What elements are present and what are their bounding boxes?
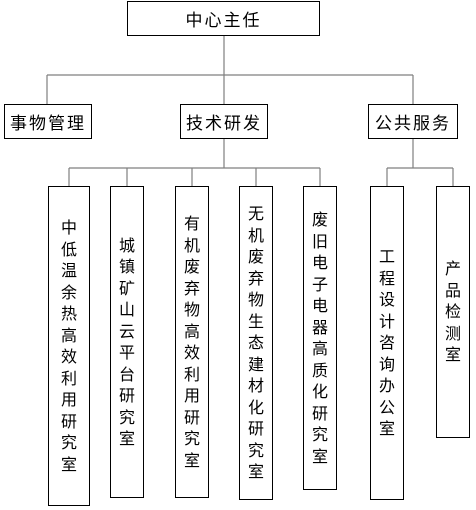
lab-label: 中低温余热高效利用研究室 xyxy=(60,218,77,474)
lab-node-urban-mining: 城镇矿山云平台研究室 xyxy=(110,186,144,498)
office-node-engineering-consulting: 工程设计咨询办公室 xyxy=(370,186,404,500)
root-node: 中心主任 xyxy=(127,1,320,36)
lab-label: 无机废弃物生态建材化研究室 xyxy=(247,204,264,482)
lab-node-waste-heat: 中低温余热高效利用研究室 xyxy=(48,186,90,506)
office-label: 产品检测室 xyxy=(444,259,461,365)
root-label: 中心主任 xyxy=(185,11,262,31)
lab-label: 有机废弃物高效利用研究室 xyxy=(183,214,200,470)
lab-node-organic-waste: 有机废弃物高效利用研究室 xyxy=(175,186,209,498)
dept-node-admin: 事物管理 xyxy=(4,104,92,139)
dept-label: 公共服务 xyxy=(375,114,451,134)
dept-node-public-service: 公共服务 xyxy=(368,104,458,139)
lab-label: 城镇矿山云平台研究室 xyxy=(118,235,135,449)
lab-node-e-waste: 废旧电子电器高质化研究室 xyxy=(303,186,337,490)
dept-node-rnd: 技术研发 xyxy=(180,104,268,139)
lab-label: 废旧电子电器高质化研究室 xyxy=(311,210,328,466)
office-label: 工程设计咨询办公室 xyxy=(378,247,395,439)
dept-label: 技术研发 xyxy=(186,114,262,134)
office-node-product-testing: 产品检测室 xyxy=(436,186,470,438)
lab-node-inorganic-waste: 无机废弃物生态建材化研究室 xyxy=(239,186,273,500)
dept-label: 事物管理 xyxy=(10,114,86,134)
